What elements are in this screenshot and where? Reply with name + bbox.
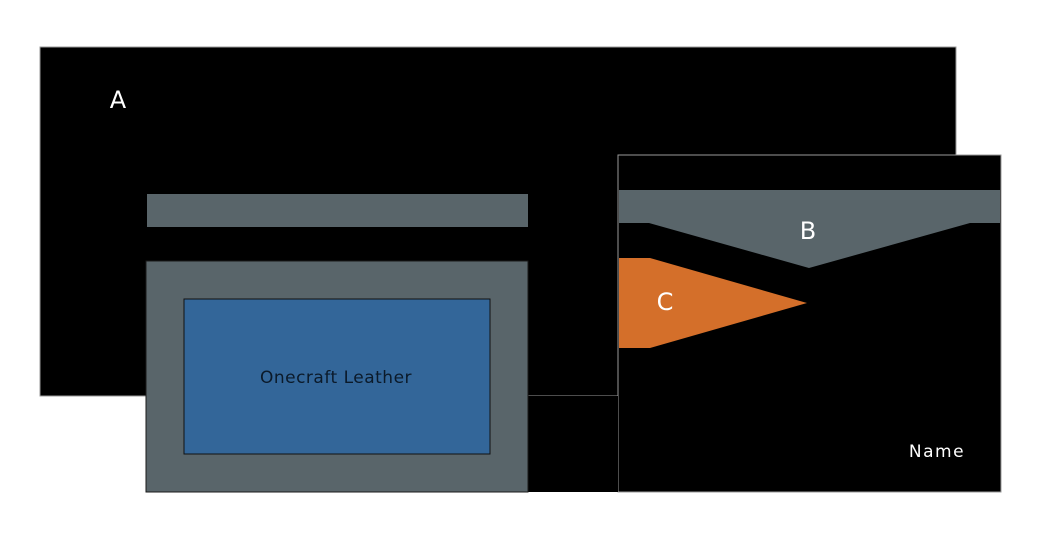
name-label: Name xyxy=(909,442,965,462)
left-gray-bar xyxy=(147,194,528,227)
region-b-label: B xyxy=(800,217,816,245)
region-c-shape xyxy=(619,258,807,348)
inner-blue-box xyxy=(183,298,491,455)
region-b-shape xyxy=(619,190,1000,268)
region-a-label: A xyxy=(110,86,127,114)
region-c-label: C xyxy=(657,288,674,316)
inner-box-label: Onecraft Leather xyxy=(260,368,412,388)
